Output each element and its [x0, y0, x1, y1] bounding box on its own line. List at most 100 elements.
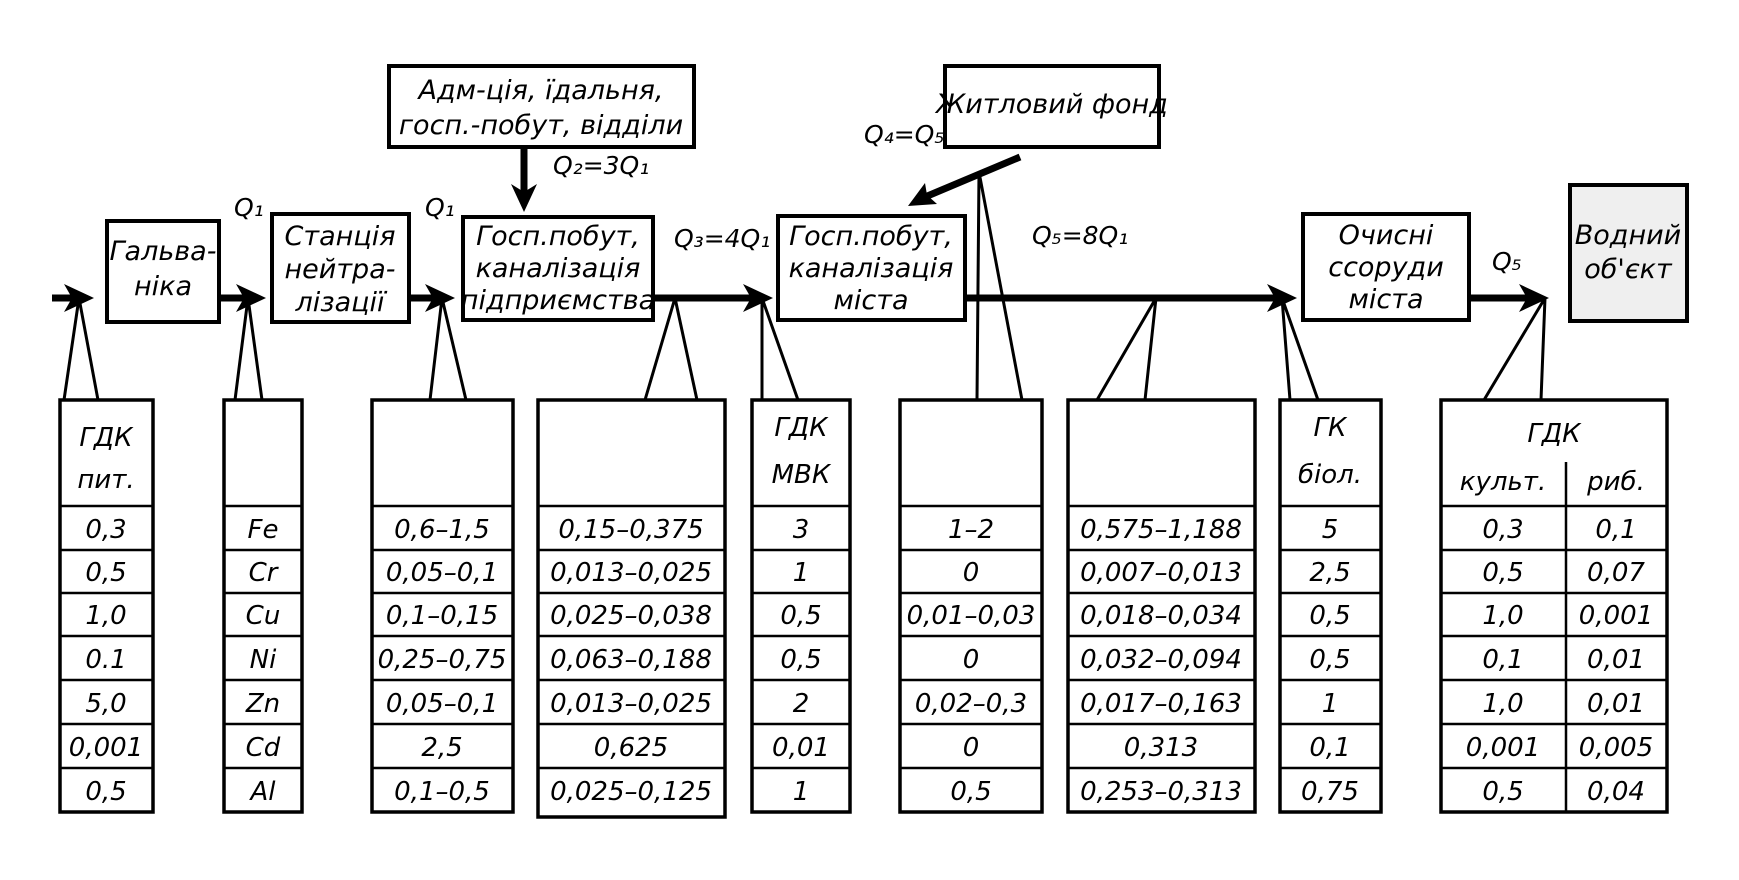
table-cell: Cr [249, 558, 280, 588]
table-cell: 5 [1322, 515, 1339, 545]
callout-line [62, 297, 100, 401]
flow-label-q4: Q₄=Q₅ [864, 120, 944, 149]
enterprise-sewage-box: Госп.побут, каналізація підприємства [461, 215, 655, 322]
box-label: Гальва- [110, 236, 217, 267]
box-label: ніка [134, 271, 192, 302]
table-cell: 5,0 [85, 689, 126, 719]
table-cell: 0,625 [594, 733, 668, 763]
table-cell: 0,017–0,163 [1080, 689, 1242, 719]
table-cell: 0,5 [1482, 777, 1523, 807]
table-cell: 0,013–0,025 [550, 689, 712, 719]
table-cell: 0,1 [1309, 733, 1350, 763]
table-cell: 0,5 [85, 558, 126, 588]
table-cell: 0,001 [69, 733, 143, 763]
table-cell: 0,3 [85, 515, 126, 545]
table-cell: 0,001 [1466, 733, 1540, 763]
table-cell: Ni [250, 645, 277, 675]
table-cell: 1 [793, 777, 810, 807]
table-cell: 2 [793, 689, 810, 719]
table-cell: 0,25–0,75 [378, 645, 507, 675]
box-label: об'єкт [1584, 254, 1673, 285]
box-label: міста [1349, 284, 1424, 315]
table-cell: 1,0 [1482, 601, 1523, 631]
table-header: ГК [1314, 413, 1348, 443]
arrow-icon [236, 284, 266, 312]
table-cell: 0,01 [772, 733, 830, 763]
table-housing-values: 1–2 0 0,01–0,03 0 0,02–0,3 0 0,5 [898, 398, 1044, 814]
table-cell: 0 [963, 733, 980, 763]
table-cell: 0,75 [1301, 777, 1359, 807]
arrow-icon [425, 284, 455, 312]
table-cell: 0,04 [1587, 777, 1645, 807]
box-label: Житловий фонд [934, 89, 1168, 120]
box-label: міста [834, 285, 909, 316]
table-cell: 1 [1322, 689, 1339, 719]
table-cell: 0,02–0,3 [915, 689, 1027, 719]
table-cell: 0,05–0,1 [386, 558, 498, 588]
table-enterprise-values: 0,15–0,375 0,013–0,025 0,025–0,038 0,063… [536, 398, 727, 819]
table-cell: 0,253–0,313 [1080, 777, 1242, 807]
arrowheads [64, 183, 1549, 312]
table-cell: 0,5 [950, 777, 991, 807]
housing-box: Житловий фонд [934, 64, 1168, 149]
treatment-box: Очисні ссоруди міста [1301, 212, 1471, 322]
box-label: нейтра- [285, 254, 396, 285]
flow-label-q2: Q₂=3Q₁ [553, 151, 649, 180]
table-cell: 0,032–0,094 [1080, 645, 1242, 675]
box-label: Станція [285, 221, 396, 252]
table-gdk-cult-fish: ГДК культ. риб. 0,3 0,5 1,0 0,1 1,0 0,00… [1439, 398, 1669, 814]
table-cell: 0,018–0,034 [1080, 601, 1242, 631]
table-neutralization-values: 0,6–1,5 0,05–0,1 0,1–0,15 0,25–0,75 0,05… [370, 398, 515, 814]
table-cell: 0,1 [1595, 515, 1636, 545]
box-label: підприємства [461, 285, 655, 316]
arrow-icon [743, 284, 773, 312]
table-cell: 0,15–0,375 [558, 515, 703, 545]
table-gk-bio: ГК біол. 5 2,5 0,5 0,5 1 0,1 0,75 [1278, 398, 1383, 814]
table-cell: 0,05–0,1 [386, 689, 498, 719]
water-body-box: Водний об'єкт [1568, 183, 1689, 323]
table-header: пит. [77, 465, 134, 495]
galvanika-box: Гальва- ніка [105, 219, 221, 324]
table-cell: 0,3 [1482, 515, 1523, 545]
table-cell: 0,01 [1587, 689, 1645, 719]
table-cell: Cd [246, 733, 281, 763]
table-cell: 0,5 [780, 645, 821, 675]
box-label: лізації [294, 287, 388, 318]
table-cell: 1 [793, 558, 810, 588]
box-label: госп.-побут, відділи [399, 110, 683, 141]
table-cell: 0 [963, 645, 980, 675]
table-header: ГДК [79, 423, 134, 453]
table-cell: Fe [248, 515, 279, 545]
table-gdk-mvk: ГДК МВК 3 1 0,5 0,5 2 0,01 1 [750, 398, 852, 814]
table-header: ГДК [1527, 419, 1582, 449]
callout-line [1095, 297, 1158, 401]
table-cell: 0,5 [85, 777, 126, 807]
box-label: каналізація [476, 253, 641, 284]
table-header: ГДК [774, 413, 829, 443]
table-cell: 0.1 [85, 645, 126, 675]
table-cell: 0 [963, 558, 980, 588]
main-flow-line [52, 143, 1535, 302]
table-city-values: 0,575–1,188 0,007–0,013 0,018–0,034 0,03… [1066, 398, 1257, 814]
callout-line [760, 297, 800, 401]
table-cell: 1–2 [948, 515, 994, 545]
callout-line [233, 297, 264, 401]
flow-label-q1: Q₁ [425, 193, 455, 222]
table-cell: 0,07 [1587, 558, 1645, 588]
table-cell: 2,5 [421, 733, 462, 763]
admin-box: Адм-ція, їдальня, госп.-побут, відділи [387, 64, 696, 149]
box-label: Адм-ція, їдальня, [417, 75, 664, 106]
table-cell: 0,025–0,125 [550, 777, 712, 807]
table-cell: 0,025–0,038 [550, 601, 712, 631]
table-cell: 2,5 [1309, 558, 1350, 588]
box-label: Госп.побут, [789, 221, 953, 252]
table-elements: Fe Cr Cu Ni Zn Cd Al [222, 398, 304, 814]
table-cell: 0,005 [1579, 733, 1653, 763]
table-cell: 0,313 [1124, 733, 1198, 763]
table-cell: 0,1 [1482, 645, 1523, 675]
table-cell: 0,001 [1579, 601, 1653, 631]
table-cell: 1,0 [85, 601, 126, 631]
table-cell: 0,575–1,188 [1080, 515, 1242, 545]
table-cell: 0,5 [780, 601, 821, 631]
